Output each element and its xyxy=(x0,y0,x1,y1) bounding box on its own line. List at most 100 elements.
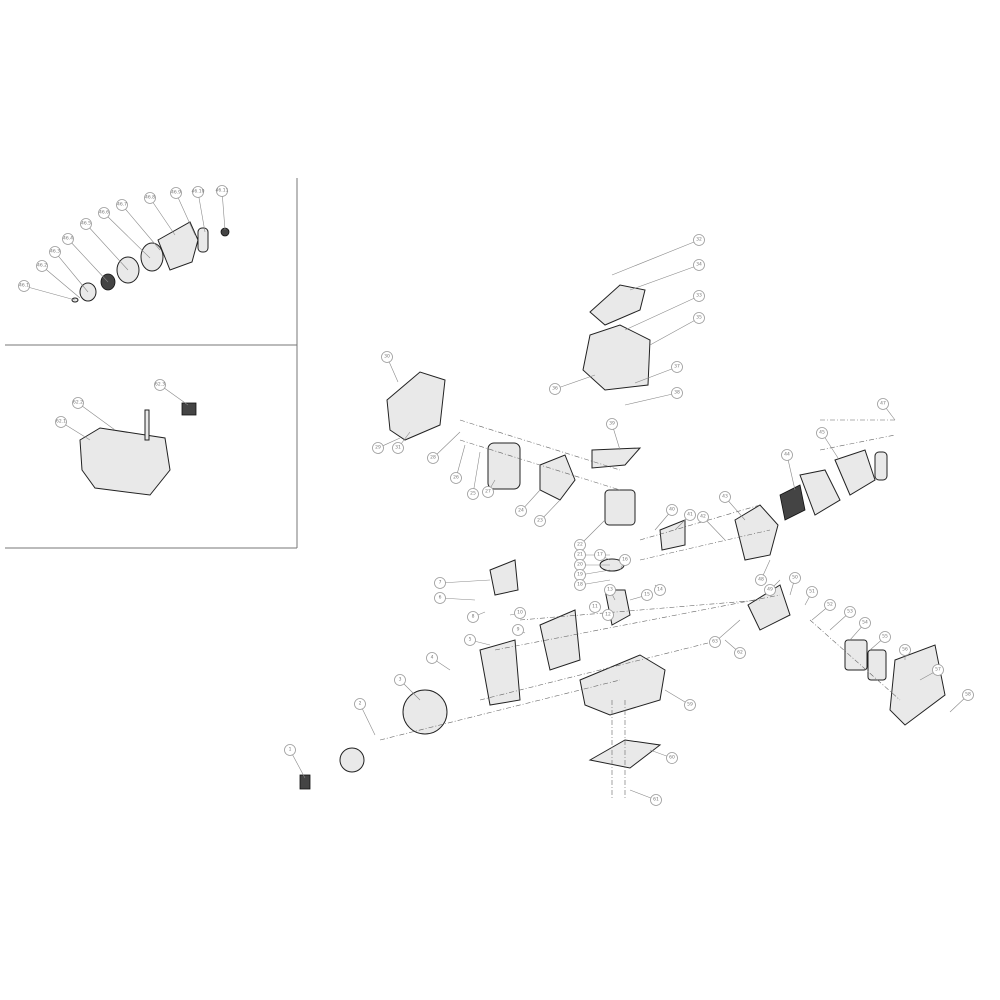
callout-circle xyxy=(116,199,128,211)
cylinder-shroud xyxy=(386,371,446,441)
leader-line xyxy=(439,579,491,584)
callout-circle xyxy=(709,636,721,648)
part-callout: 34 xyxy=(629,259,705,291)
callout-circle xyxy=(49,246,61,258)
part-callout: 15 xyxy=(629,589,653,601)
callout-circle xyxy=(36,260,48,272)
callout-circle xyxy=(781,449,793,461)
part-callout: 36 xyxy=(549,374,596,395)
callout-label: 44 xyxy=(784,452,790,458)
callout-circle xyxy=(18,280,30,292)
callout-label: 58 xyxy=(965,692,971,698)
part-callout: 40 xyxy=(654,504,678,531)
callout-circle xyxy=(394,674,406,686)
part-callout: 56 xyxy=(899,644,911,660)
part-callout: 46.4 xyxy=(62,233,109,283)
part-callout: 46.6 xyxy=(98,207,151,259)
part-callout: 30 xyxy=(381,351,399,383)
callout-label: 46.10 xyxy=(192,189,205,195)
callout-label: 51 xyxy=(809,589,815,595)
callout-circle xyxy=(879,631,891,643)
callout-circle xyxy=(606,418,618,430)
callout-circle xyxy=(671,361,683,373)
assembly-line xyxy=(639,504,761,541)
air-filter-cover xyxy=(487,442,521,490)
part-callout: 10 xyxy=(509,607,526,619)
part-callout: 48 xyxy=(755,559,771,586)
callout-circle xyxy=(515,505,527,517)
callout-circle xyxy=(514,607,526,619)
callout-circle xyxy=(512,624,524,636)
callout-label: 4 xyxy=(431,655,434,661)
callout-label: 1 xyxy=(289,747,292,753)
callout-circle xyxy=(434,577,446,589)
callout-label: 21 xyxy=(577,552,583,558)
callout-circle xyxy=(467,488,479,500)
part-callout: 58 xyxy=(949,689,974,713)
callout-circle xyxy=(450,472,462,484)
callout-label: 9 xyxy=(517,627,520,633)
part-callout: 18 xyxy=(574,579,611,591)
part-callout: 31 xyxy=(392,431,411,454)
callout-circle xyxy=(594,549,606,561)
part-callout: 50 xyxy=(789,572,801,596)
callout-circle xyxy=(844,606,856,618)
callout-circle xyxy=(482,486,494,498)
callout-label: 59 xyxy=(687,702,693,708)
part-callout: 61 xyxy=(629,789,662,806)
leader-line xyxy=(634,366,678,384)
part-callout: 62.2 xyxy=(72,397,116,431)
callout-circle xyxy=(671,387,683,399)
part-callout: 46.9 xyxy=(170,187,196,236)
part-callout: 4 xyxy=(426,652,451,671)
callout-label: 3 xyxy=(399,677,402,683)
start-handle xyxy=(299,774,311,790)
leader-line xyxy=(54,251,89,293)
leader-line xyxy=(472,451,481,495)
callout-label: 46.5 xyxy=(81,221,91,227)
callout-label: 46.2 xyxy=(37,263,47,269)
callout-label: 46.7 xyxy=(117,202,127,208)
leader-line xyxy=(197,191,206,233)
part-callout: 12 xyxy=(602,609,614,621)
part-callout: 37 xyxy=(634,361,683,384)
leader-line xyxy=(432,431,461,459)
assembly-line xyxy=(494,594,781,651)
callout-circle xyxy=(899,644,911,656)
leader-line xyxy=(103,212,151,259)
callout-label: 24 xyxy=(518,508,524,514)
fuel-tank-main xyxy=(579,654,666,716)
callout-circle xyxy=(602,609,614,621)
callout-label: 54 xyxy=(862,620,868,626)
callout-label: 18 xyxy=(577,582,583,588)
part-callout: 62.1 xyxy=(55,416,91,441)
gasket xyxy=(799,469,841,516)
callout-circle xyxy=(426,652,438,664)
leader-line xyxy=(67,238,109,283)
flywheel xyxy=(402,689,448,735)
muffler-gasket xyxy=(844,639,868,671)
starter-housing xyxy=(157,221,199,271)
leader-line xyxy=(77,402,116,431)
callout-label: 62.1 xyxy=(56,419,66,425)
callout-circle xyxy=(697,511,709,523)
callout-label: 29 xyxy=(375,445,381,451)
callout-label: 2 xyxy=(359,701,362,707)
callout-circle xyxy=(98,207,110,219)
part-callout: 26 xyxy=(450,444,466,484)
callout-label: 34 xyxy=(696,262,702,268)
part-callout: 38 xyxy=(624,387,683,406)
callout-label: 39 xyxy=(609,421,615,427)
spring-cassette xyxy=(140,242,164,272)
top-cover xyxy=(589,284,646,326)
callout-circle xyxy=(789,572,801,584)
callout-circle xyxy=(693,259,705,271)
callout-label: 42 xyxy=(700,514,706,520)
part-callout: 27 xyxy=(482,479,496,498)
callout-label: 20 xyxy=(577,562,583,568)
callout-circle xyxy=(650,794,662,806)
callout-circle xyxy=(824,599,836,611)
callout-label: 62.2 xyxy=(73,400,83,406)
